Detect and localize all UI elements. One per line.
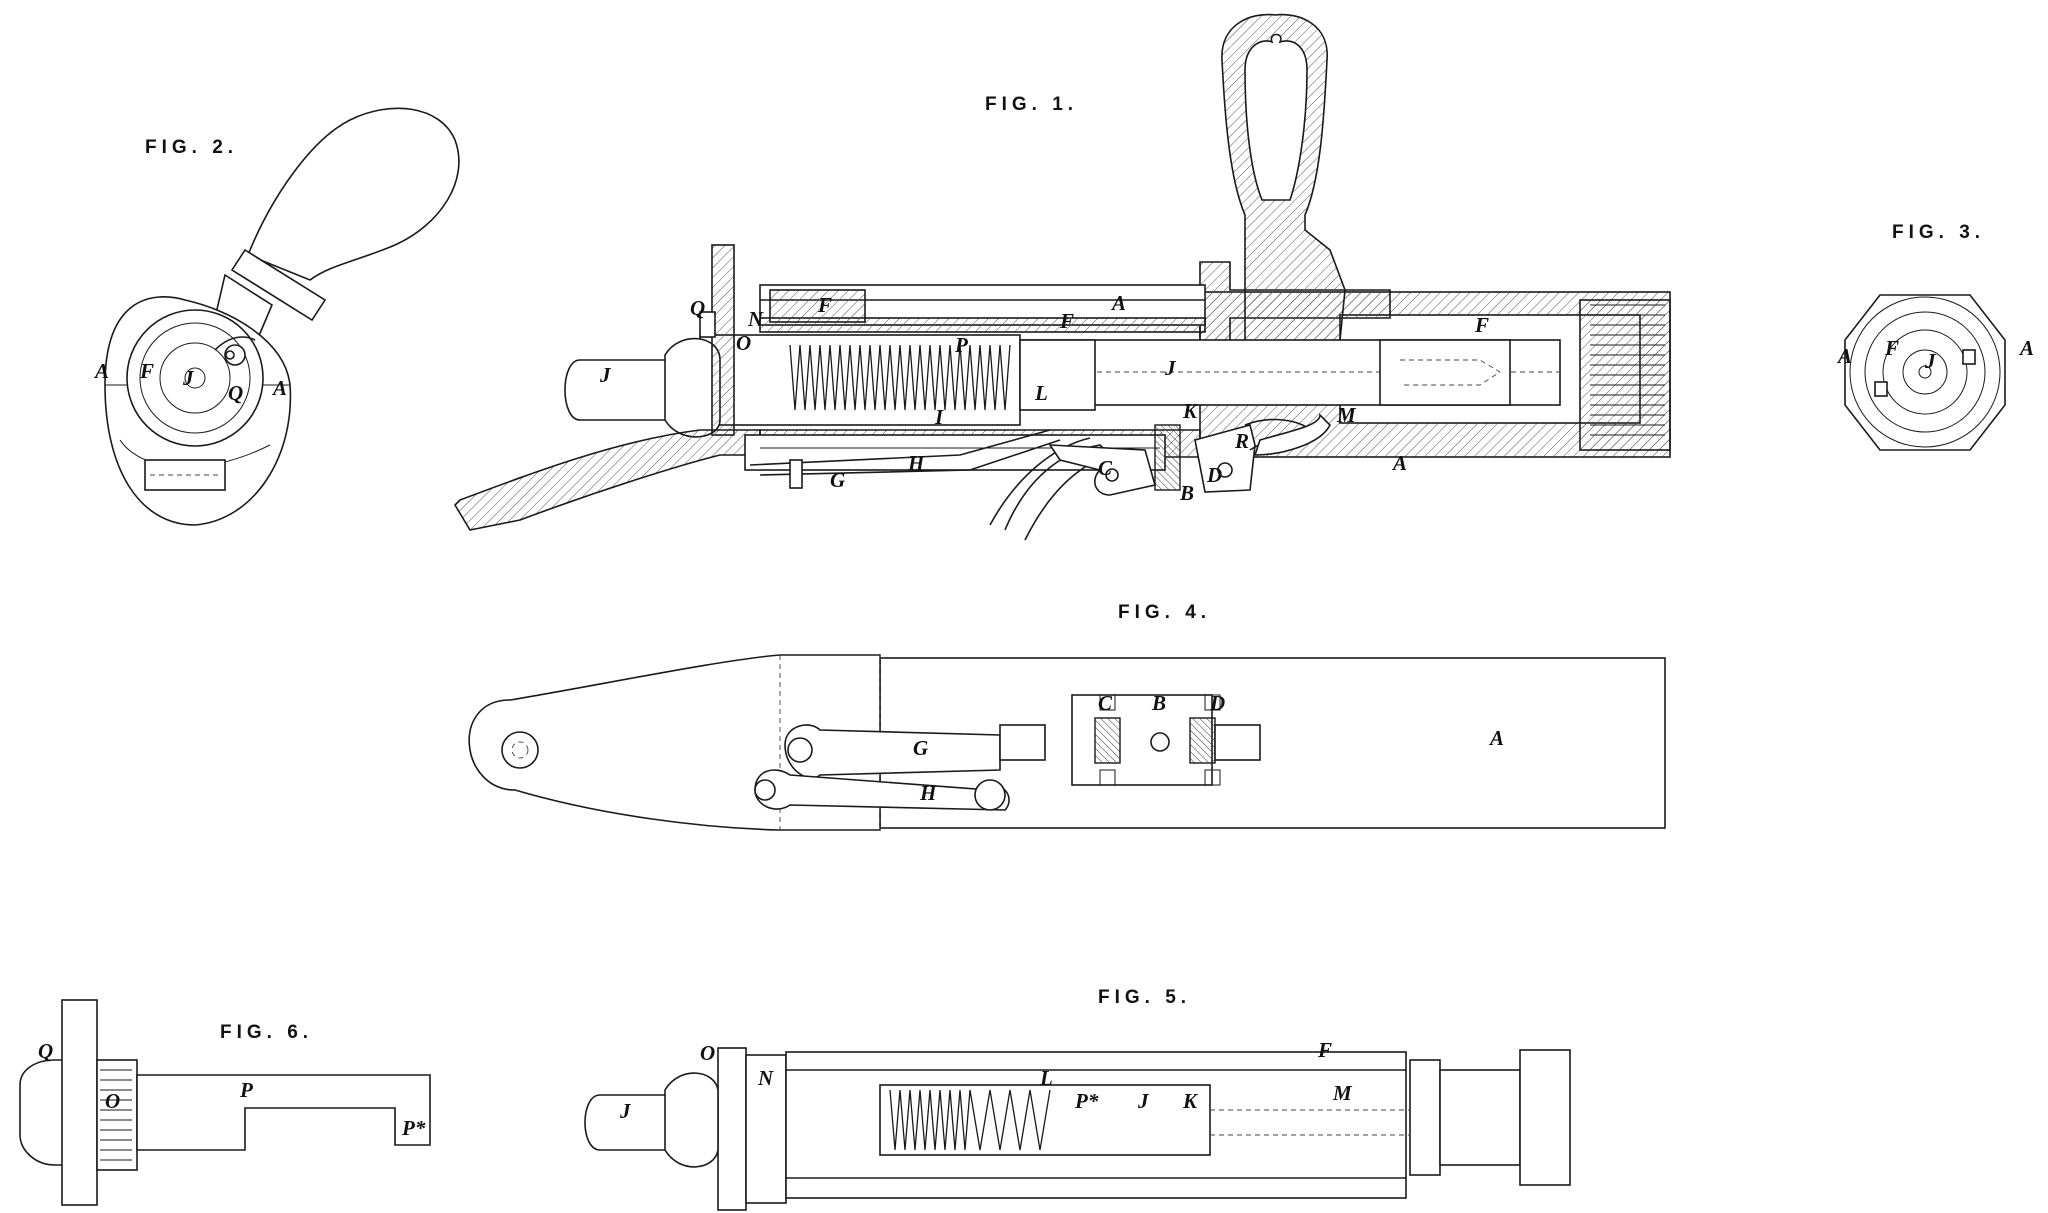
part-label: M [1332,1081,1353,1105]
part-label: P* [401,1116,426,1140]
part-label: F [1317,1038,1332,1062]
part-label: A [2018,336,2034,360]
figure-6: FIG. 6. Q O P P* [19,999,431,1206]
part-label: D [1206,463,1222,487]
figure-3-caption: FIG. 3. [1892,222,1985,243]
part-label: B [1151,691,1166,715]
part-label: A [1488,726,1504,750]
figure-3: FIG. 3. A F J A [1836,222,2034,451]
part-label: M [1336,403,1357,427]
part-label: Q [228,381,243,405]
part-label: F [1474,313,1489,337]
part-label: L [1039,1066,1053,1090]
part-label: K [1182,399,1199,423]
figure-1-caption: FIG. 1. [985,94,1078,115]
part-label: R [1234,429,1249,453]
part-label: F [139,359,154,383]
part-label: F [1059,309,1074,333]
part-label: J [1164,356,1177,380]
part-label: I [934,405,944,429]
part-label: G [913,736,928,760]
part-label: Q [690,296,705,320]
part-label: G [830,468,845,492]
part-label: J [1924,349,1937,373]
part-label: Q [38,1039,53,1063]
part-label: N [757,1066,774,1090]
part-label: C [1098,456,1113,480]
part-label: A [1110,291,1126,315]
stock-grip [453,429,761,531]
part-label: J [619,1099,632,1123]
mainspring [789,344,1011,411]
part-label: J [599,363,612,387]
hex-cap [1844,294,2006,451]
part-label: B [1179,481,1194,505]
figure-2-caption: FIG. 2. [145,137,238,158]
part-label: A [93,359,109,383]
part-label: O [700,1041,715,1065]
part-label: A [1391,451,1407,475]
figure-1: FIG. 1. [453,13,1671,541]
end-flange [717,1047,747,1211]
part-label: P* [1074,1089,1099,1113]
part-label: K [1182,1089,1199,1113]
part-label: H [907,451,925,475]
part-label: P [239,1078,253,1102]
part-label: O [105,1089,120,1113]
part-label: C [1098,691,1113,715]
part-label: A [271,376,287,400]
part-label: D [1209,691,1225,715]
part-label: F [1884,336,1899,360]
part-label: P [954,333,968,357]
part-label: A [1836,344,1852,368]
figure-5-caption: FIG. 5. [1098,987,1191,1008]
part-label: J [182,366,195,390]
part-label: H [919,781,937,805]
part-label: L [1034,381,1048,405]
part-label: O [736,331,751,355]
part-label: N [747,307,764,331]
figure-4: FIG. 4. C B D G H A [468,602,1666,831]
part-label: J [1137,1089,1150,1113]
figure-2: FIG. 2. A F J Q A [93,107,460,526]
knob-handle [246,107,460,281]
part-label: F [817,293,832,317]
figure-6-caption: FIG. 6. [220,1022,313,1043]
figure-5: FIG. 5. O N J L P* J K F M [584,987,1571,1211]
figure-4-caption: FIG. 4. [1118,602,1211,623]
